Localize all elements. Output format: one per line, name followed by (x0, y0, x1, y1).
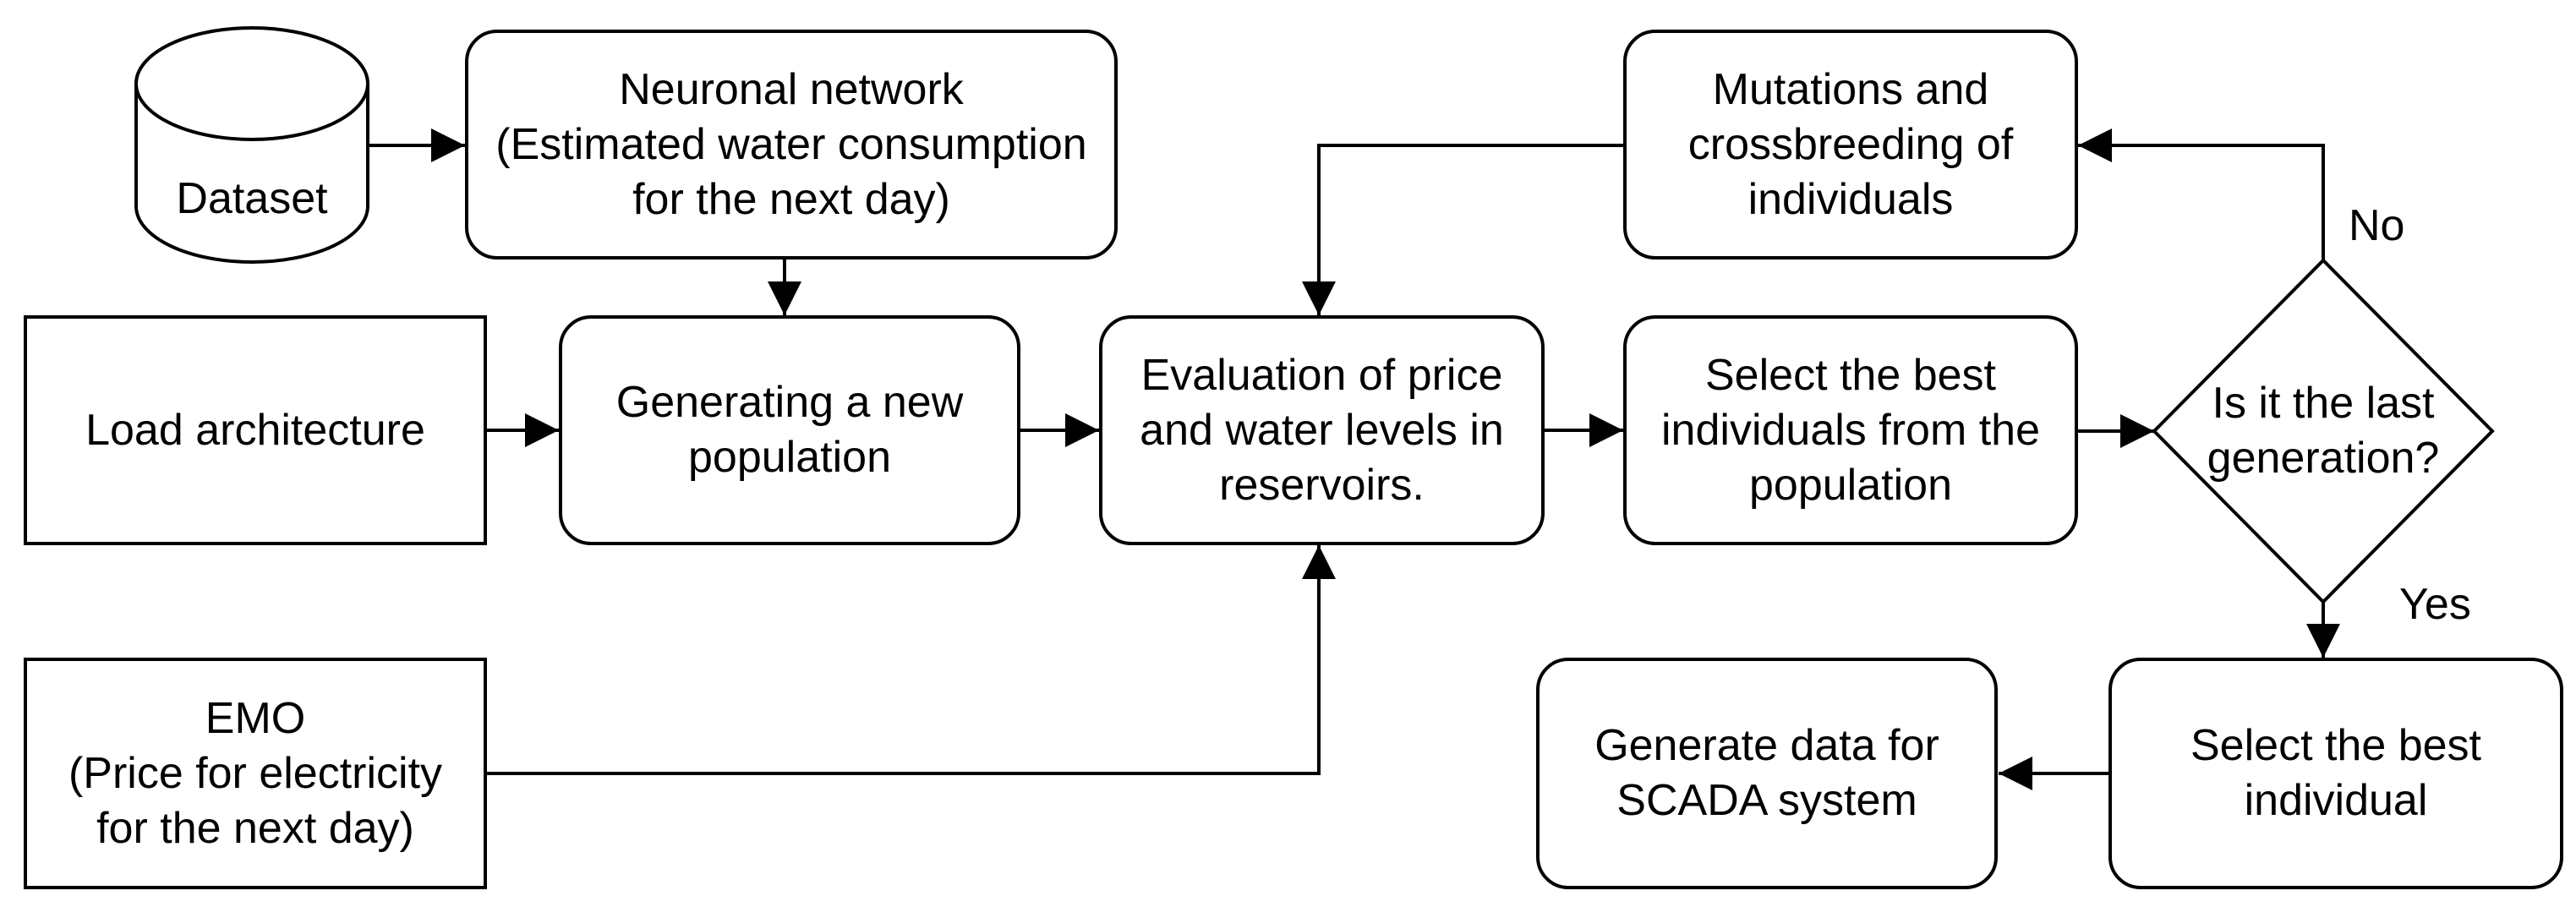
node-generating-population: Generating a new population (559, 315, 1020, 545)
edge-emo-to-evaluation (487, 545, 1336, 775)
node-evaluation: Evaluation of price and water levels in … (1099, 315, 1545, 545)
node-select-best-individual: Select the best individual (2108, 658, 2563, 889)
node-neuronal-network: Neuronal network (Estimated water consum… (465, 30, 1118, 260)
node-dataset-label: Dataset (176, 173, 328, 223)
node-generate-scada-data: Generate data for SCADA system (1536, 658, 1998, 889)
decision-diamond-shape (2152, 258, 2495, 604)
edge-label-yes: Yes (2399, 580, 2471, 629)
database-cylinder-icon (134, 26, 369, 264)
node-emo: EMO (Price for electricity for the next … (24, 658, 487, 889)
edge-label-no: No (2349, 201, 2405, 250)
node-decision-label: Is it the last generation? (2207, 379, 2440, 483)
node-load-architecture: Load architecture (24, 315, 487, 545)
node-mutations-crossbreeding: Mutations and crossbreeding of individua… (1623, 30, 2078, 260)
edge-mutations-to-evaluation (1302, 144, 1623, 315)
edge-no-branch (2078, 128, 2325, 260)
node-select-best-individuals: Select the best individuals from the pop… (1623, 315, 2078, 545)
